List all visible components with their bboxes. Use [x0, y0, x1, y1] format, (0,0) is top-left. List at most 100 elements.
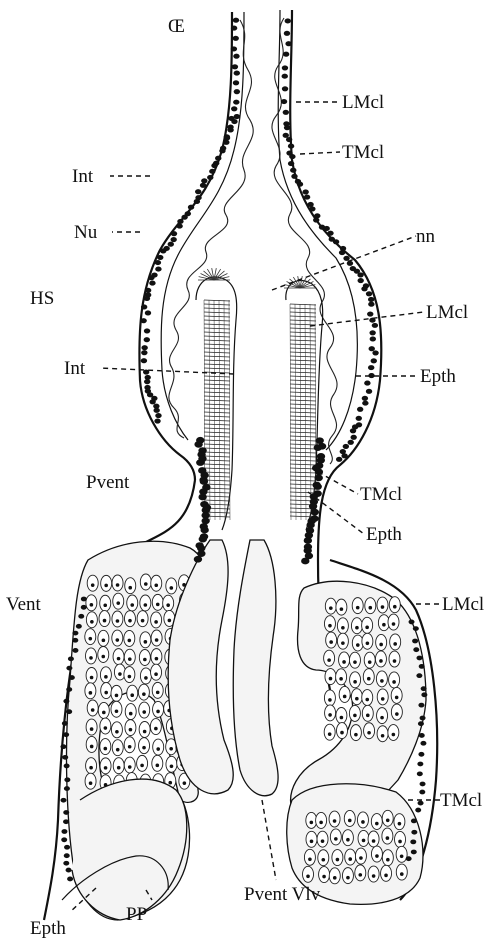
epithelium-stripe [290, 344, 316, 345]
nucleus-dot [144, 337, 150, 342]
epithelium-stripe [290, 452, 316, 453]
epithelium-stripe [204, 500, 230, 501]
nucleus-dot [418, 801, 424, 806]
gland-nucleus [115, 694, 119, 698]
nucleus-dot [416, 656, 422, 661]
nucleus-dot [366, 291, 372, 296]
epithelium-stripe [290, 464, 316, 465]
gland-nucleus [366, 641, 370, 645]
gland-nucleus [400, 872, 404, 876]
gland-nucleus [368, 660, 372, 664]
nucleus-dot [307, 202, 313, 207]
epithelium-stripe [290, 388, 316, 389]
gland-cell [376, 671, 387, 687]
epithelium-stripe [204, 428, 230, 429]
nucleus-dot [372, 323, 378, 328]
gland-cell [86, 736, 97, 752]
gland-cell [111, 701, 122, 717]
gland-cell [151, 612, 162, 628]
nucleus-dot [413, 647, 419, 652]
nucleus-dot [412, 639, 418, 644]
label-pvent: Pvent [86, 472, 130, 493]
gland-cell [324, 690, 335, 706]
nucleus-dot [61, 837, 67, 842]
nucleus-dot [66, 666, 72, 671]
nucleus-dot [371, 358, 377, 363]
gland-nucleus [393, 605, 397, 609]
epithelium-stripe [204, 460, 230, 461]
nucleus-dot [195, 189, 201, 194]
gland-cell [325, 598, 336, 614]
nucleus-dot [224, 135, 230, 140]
gland-nucleus [101, 655, 105, 659]
gland-cell [342, 868, 353, 884]
nucleus-dot [417, 762, 423, 767]
nucleus-dot [314, 444, 322, 451]
gland-nucleus [329, 677, 333, 681]
epithelium-stripe [290, 400, 316, 401]
gland-cell [316, 812, 327, 828]
gland-cell [85, 773, 96, 789]
epithelium-stripe [204, 420, 230, 421]
gland-cell [350, 672, 361, 688]
nucleus-dot [357, 278, 363, 283]
gland-cell [86, 719, 97, 735]
gland-nucleus [89, 766, 93, 770]
gland-cell [342, 830, 353, 846]
nucleus-dot [313, 217, 319, 222]
gland-nucleus [392, 733, 396, 737]
nucleus-dot [421, 692, 427, 697]
label-tmcl-top: TMcl [342, 142, 384, 163]
gland-cell [113, 758, 124, 774]
nucleus-dot [313, 483, 321, 490]
nucleus-dot [368, 365, 374, 370]
gland-cell [318, 850, 329, 866]
gland-nucleus [353, 714, 357, 718]
nucleus-dot [288, 161, 294, 166]
gland-nucleus [102, 639, 106, 643]
nucleus-dot [366, 389, 372, 394]
nucleus-dot [60, 744, 66, 749]
epithelium-stripe [290, 424, 316, 425]
gland-nucleus [354, 733, 358, 737]
gland-cell [319, 867, 330, 883]
gland-cell [86, 595, 97, 611]
gland-cell [332, 850, 343, 866]
nucleus-dot [149, 281, 155, 286]
gland-nucleus [341, 641, 345, 645]
gland-cell [127, 685, 138, 701]
nucleus-dot [411, 819, 417, 824]
epithelium-stripe [290, 492, 316, 493]
nucleus-dot [418, 752, 424, 757]
gland-cell [336, 723, 347, 739]
gland-cell [139, 721, 150, 737]
nucleus-dot [63, 732, 69, 737]
gland-cell [111, 685, 122, 701]
gland-cell [371, 814, 382, 830]
nucleus-dot [64, 764, 70, 769]
gland-nucleus [183, 781, 187, 785]
gland-cell [86, 612, 97, 628]
gland-nucleus [353, 680, 357, 684]
gland-cell [125, 704, 136, 720]
nucleus-dot [327, 231, 333, 236]
gland-nucleus [400, 854, 404, 858]
gland-nucleus [379, 643, 383, 647]
gland-cell [389, 672, 400, 688]
gland-nucleus [143, 658, 147, 662]
gland-cell [351, 618, 362, 634]
gland-nucleus [379, 659, 383, 663]
epithelium-stripe [204, 304, 230, 305]
epithelium-stripe [290, 412, 316, 413]
gland-nucleus [154, 620, 158, 624]
nucleus-dot [181, 215, 187, 220]
nucleus-dot [154, 418, 160, 423]
gland-nucleus [128, 657, 132, 661]
gland-nucleus [116, 748, 120, 752]
gland-cell [112, 611, 123, 627]
nucleus-dot [420, 782, 426, 787]
nucleus-dot [234, 71, 240, 76]
nucleus-dot [289, 154, 295, 159]
nucleus-dot [227, 127, 233, 132]
gland-nucleus [156, 710, 160, 714]
